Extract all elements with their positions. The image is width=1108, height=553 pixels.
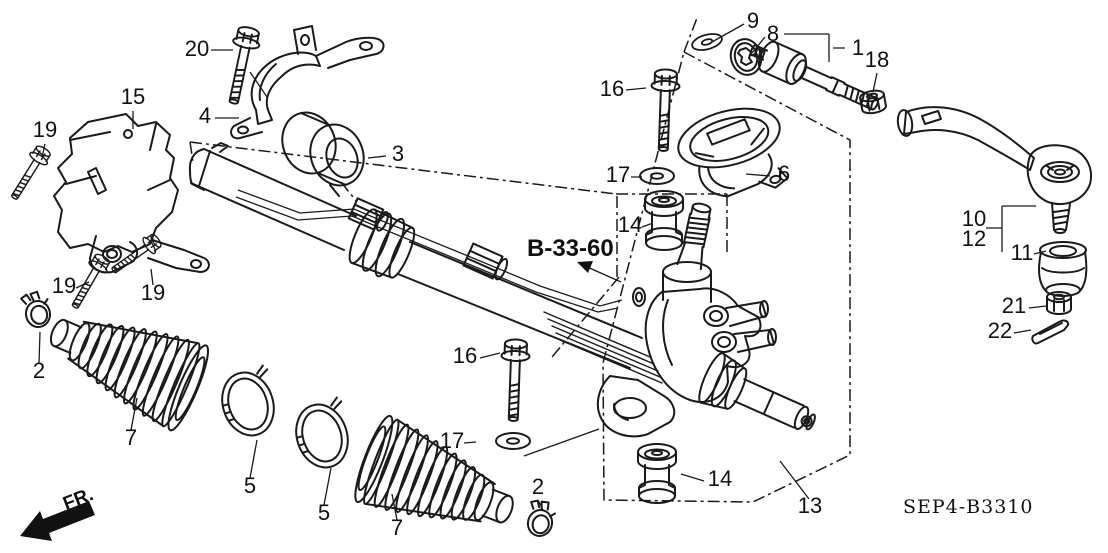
ball-joint-boot-11	[1037, 241, 1088, 297]
catalog-page-code: SEP4-B3310	[903, 496, 1034, 518]
washer-17-upper	[639, 167, 675, 185]
callout-22: 22	[988, 318, 1012, 343]
callout-7-lower: 7	[391, 515, 403, 540]
mount-bolt-16-lower	[498, 338, 532, 423]
callout-17-upper: 17	[606, 162, 630, 187]
reference-arrowhead	[577, 261, 593, 273]
callout-2-right: 2	[532, 474, 544, 499]
bellows-boot-7-right	[347, 411, 529, 553]
callout-19-left: 19	[33, 117, 57, 142]
callout-4: 4	[199, 103, 211, 128]
mount-bushing-14-upper	[644, 190, 684, 251]
clamp-bracket	[230, 25, 385, 140]
callout-19-mid: 19	[52, 273, 76, 298]
callout-12: 12	[962, 226, 986, 251]
callout-9: 9	[747, 8, 759, 33]
callout-2-left: 2	[33, 358, 45, 383]
steering-rack-tube	[188, 142, 663, 384]
callout-10: 10	[962, 206, 986, 231]
callout-6: 6	[778, 161, 790, 186]
callouts: 20 9 8 1 18 15 4 16 3 19 17 6 14 10 12 1…	[33, 8, 1034, 540]
callout-5-left: 5	[244, 473, 256, 498]
callout-5-mid: 5	[318, 500, 330, 525]
mount-bolt-16-upper	[648, 68, 682, 153]
callout-20: 20	[185, 36, 209, 61]
washer-17-lower	[495, 432, 531, 450]
callout-3: 3	[392, 141, 404, 166]
callout-7-left: 7	[125, 425, 137, 450]
boot-band-5-right	[287, 395, 361, 476]
callout-16-lower: 16	[453, 343, 477, 368]
cross-reference-code: B-33-60	[527, 235, 614, 262]
boot-clamp-2-left	[19, 289, 54, 331]
stiffener-plate	[53, 113, 210, 274]
callout-21: 21	[1002, 293, 1026, 318]
washer-9	[689, 30, 725, 54]
boot-band-5-left	[213, 363, 287, 444]
front-direction-indicator: FR.	[20, 484, 96, 541]
mount-bushing-14-lower	[637, 443, 677, 504]
leader-lines	[38, 23, 1047, 521]
callout-14-lower: 14	[708, 466, 732, 491]
pipe-union-fitting	[347, 197, 389, 232]
callout-17-lower: 17	[440, 428, 464, 453]
callout-14-upper: 14	[618, 212, 642, 237]
callout-16-upper: 16	[600, 76, 624, 101]
mount-cushion-6	[677, 107, 789, 198]
callout-15: 15	[121, 84, 145, 109]
cushion-grommet	[281, 111, 365, 197]
callout-13: 13	[798, 493, 822, 518]
plate-bolt-19-left	[4, 142, 55, 205]
grouping-boxes	[189, 17, 851, 503]
bracket-bolt-20	[219, 23, 264, 108]
callout-1: 1	[852, 35, 864, 60]
bellows-boot-7-left	[33, 287, 216, 435]
fluid-pipes	[235, 189, 623, 313]
callout-11: 11	[1011, 240, 1034, 265]
inner-tie-rod-1	[749, 40, 880, 111]
cotter-pin-22	[1031, 319, 1070, 345]
callout-8: 8	[767, 21, 779, 46]
front-arrow-icon	[20, 501, 95, 541]
pipe-union-fitting	[462, 242, 509, 281]
callout-18: 18	[865, 47, 889, 72]
tie-rod-end	[896, 106, 1092, 234]
callout-19-right: 19	[141, 280, 165, 305]
gearbox-housing	[596, 202, 816, 438]
